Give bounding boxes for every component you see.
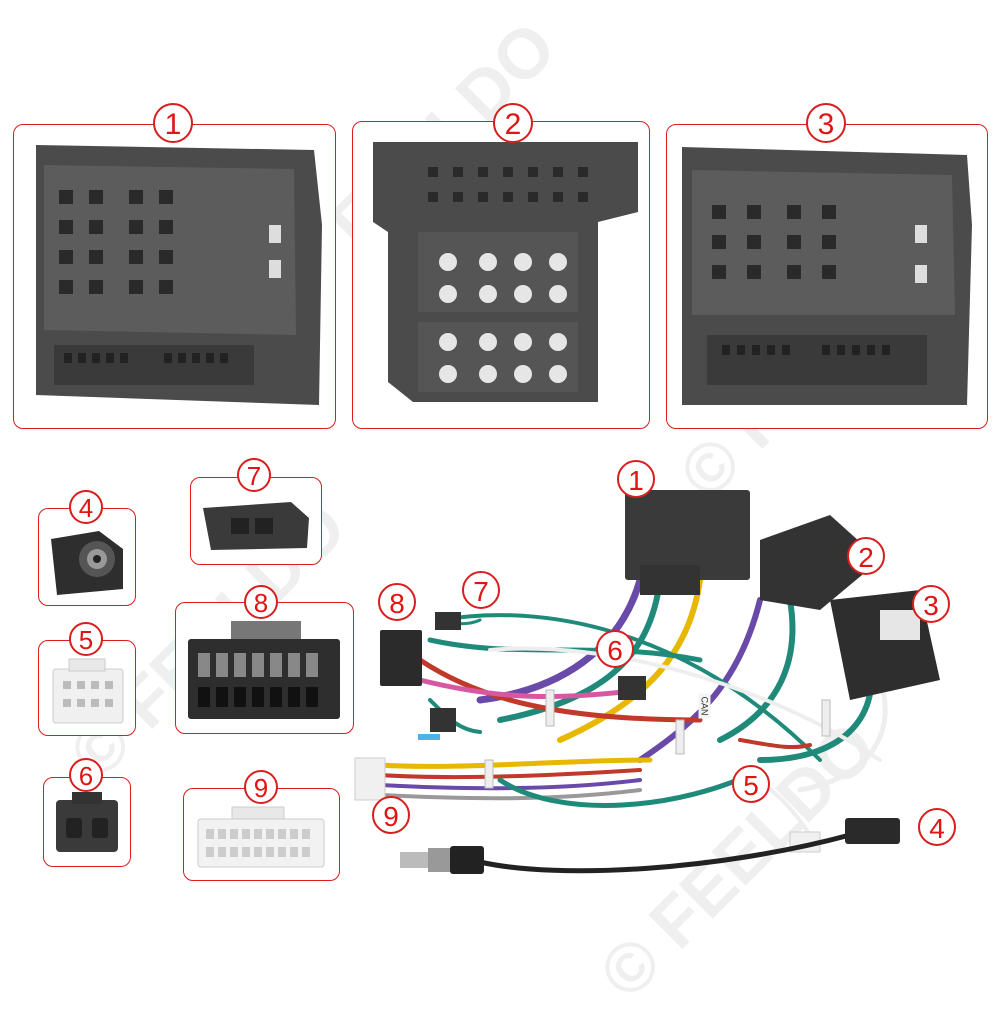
connector-1-image — [36, 145, 322, 405]
connector-1-panel — [13, 124, 336, 429]
connector-3-number-badge: 3 — [806, 103, 846, 143]
connector-3-image — [682, 147, 972, 405]
connector-2-number-badge: 2 — [493, 103, 533, 143]
harness-callout-3: 3 — [912, 585, 950, 623]
harness-can-tag: CAN — [698, 693, 711, 719]
harness-callout-6: 6 — [596, 630, 634, 668]
part-5-number-badge: 5 — [69, 622, 103, 656]
harness-callout-9: 9 — [372, 796, 410, 834]
harness-callout-1: 1 — [617, 460, 655, 498]
part-9-white-20pin-plug-image — [197, 806, 325, 868]
harness-callout-8: 8 — [378, 583, 416, 621]
harness-callout-2: 2 — [847, 537, 885, 575]
harness-callout-4: 4 — [918, 808, 956, 846]
part-8-number-badge: 8 — [244, 585, 278, 619]
part-6-number-badge: 6 — [69, 758, 103, 792]
connector-3-panel — [666, 124, 988, 429]
part-7-small-plug-image — [203, 502, 309, 550]
connector-2-panel — [352, 121, 650, 429]
connector-1-number-badge: 1 — [153, 103, 193, 143]
part-4-antenna-connector-image — [51, 531, 123, 595]
part-7-number-badge: 7 — [237, 458, 271, 492]
part-4-panel — [38, 508, 136, 606]
harness-callout-5: 5 — [732, 765, 770, 803]
part-4-number-badge: 4 — [69, 490, 103, 524]
part-9-panel — [183, 788, 340, 881]
connector-2-image — [373, 142, 638, 402]
part-6-two-pin-plug-image — [56, 792, 118, 852]
part-5-white-plug-image — [52, 658, 124, 724]
part-6-panel — [43, 777, 131, 867]
harness-callout-7: 7 — [462, 571, 500, 609]
watermark-4: © FEELDO — [584, 706, 891, 1014]
part-8-panel — [175, 602, 354, 734]
part-9-number-badge: 9 — [244, 770, 278, 804]
part-8-16pin-plug-image — [188, 621, 340, 719]
part-5-panel — [38, 640, 136, 736]
